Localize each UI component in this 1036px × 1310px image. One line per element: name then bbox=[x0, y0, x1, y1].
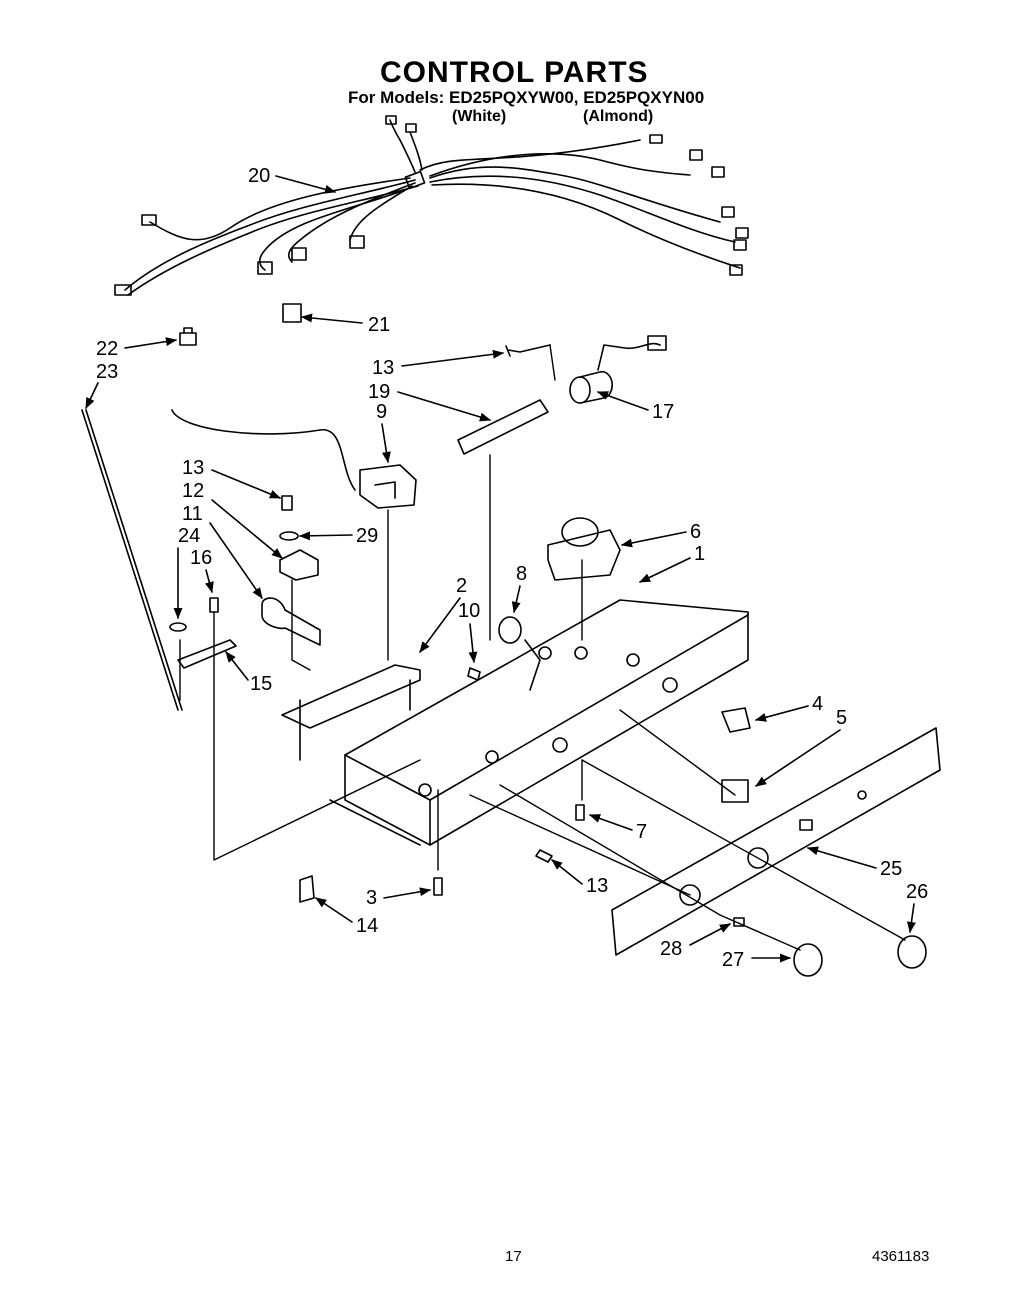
callout-28: 28 bbox=[660, 938, 682, 960]
callout-11: 11 bbox=[182, 503, 203, 525]
callout-27: 27 bbox=[722, 949, 744, 971]
part-7-screw bbox=[575, 804, 585, 821]
callout-1: 1 bbox=[694, 543, 705, 565]
callout-4: 4 bbox=[812, 693, 823, 715]
part-29-washer bbox=[279, 531, 299, 541]
callout-17: 17 bbox=[652, 401, 674, 423]
part-24-washer bbox=[169, 622, 187, 632]
callout-13-low: 13 bbox=[586, 875, 608, 897]
callout-21: 21 bbox=[368, 314, 390, 336]
callout-9: 9 bbox=[376, 401, 387, 423]
part-28-clip bbox=[733, 917, 745, 927]
part-5-switch bbox=[721, 779, 749, 803]
part-13-screw-mid bbox=[281, 495, 293, 511]
variant-white: (White) bbox=[452, 108, 507, 125]
page-number: 17 bbox=[505, 1248, 522, 1265]
part-16-screw bbox=[209, 597, 219, 613]
callout-19: 19 bbox=[368, 381, 390, 403]
callout-3: 3 bbox=[366, 887, 377, 909]
variant-almond: (Almond) bbox=[583, 108, 654, 125]
part-14-clip bbox=[299, 875, 315, 903]
part-21-clip bbox=[282, 303, 302, 323]
callout-24: 24 bbox=[178, 525, 200, 547]
part-13-screw-low bbox=[535, 849, 553, 863]
part-27-knob bbox=[793, 943, 823, 977]
callout-23: 23 bbox=[96, 361, 118, 383]
callout-15: 15 bbox=[250, 673, 272, 695]
callout-10: 10 bbox=[458, 600, 480, 622]
callout-20: 20 bbox=[248, 165, 270, 187]
callout-14: 14 bbox=[356, 915, 378, 937]
part-19-heater bbox=[457, 399, 549, 455]
callouts: 20 21 22 23 13 19 17 9 13 12 11 29 6 1 2… bbox=[85, 165, 928, 971]
callout-8: 8 bbox=[516, 563, 527, 585]
document-number: 4361183 bbox=[872, 1248, 930, 1265]
callout-12: 12 bbox=[182, 480, 204, 502]
callout-22: 22 bbox=[96, 338, 118, 360]
diagram-title: CONTROL PARTS bbox=[380, 56, 649, 89]
callout-16: 16 bbox=[190, 547, 212, 569]
part-13-screw-top bbox=[505, 344, 551, 357]
part-2-bracket bbox=[281, 664, 421, 761]
part-10-screw bbox=[467, 667, 481, 681]
callout-7: 7 bbox=[636, 821, 647, 843]
part-4-switch bbox=[721, 707, 751, 733]
callout-5: 5 bbox=[836, 707, 847, 729]
part-22-clip bbox=[179, 327, 197, 346]
part-11-shaft bbox=[261, 597, 321, 646]
callout-29: 29 bbox=[356, 525, 378, 547]
part-23-rod bbox=[81, 409, 183, 711]
part-26-knob bbox=[897, 935, 927, 969]
assembly-lines bbox=[179, 344, 906, 951]
part-15-lever bbox=[177, 639, 237, 669]
wire-harness bbox=[114, 115, 749, 296]
part-6-timer bbox=[547, 517, 621, 581]
part-8-knob bbox=[498, 616, 522, 644]
models-line: For Models: ED25PQXYW00, ED25PQXYN00 bbox=[348, 88, 705, 107]
part-3-screw bbox=[433, 877, 443, 896]
part-12-bracket bbox=[279, 549, 319, 581]
callout-25: 25 bbox=[880, 858, 902, 880]
callout-13-top: 13 bbox=[372, 357, 394, 379]
part-25-control-panel bbox=[611, 727, 941, 956]
part-9-thermostat bbox=[171, 409, 417, 509]
part-17-capacitor bbox=[569, 335, 667, 404]
callout-26: 26 bbox=[906, 881, 928, 903]
callout-6: 6 bbox=[690, 521, 701, 543]
callout-2: 2 bbox=[456, 575, 467, 597]
callout-13-mid: 13 bbox=[182, 457, 204, 479]
part-1-control-housing bbox=[329, 599, 749, 846]
